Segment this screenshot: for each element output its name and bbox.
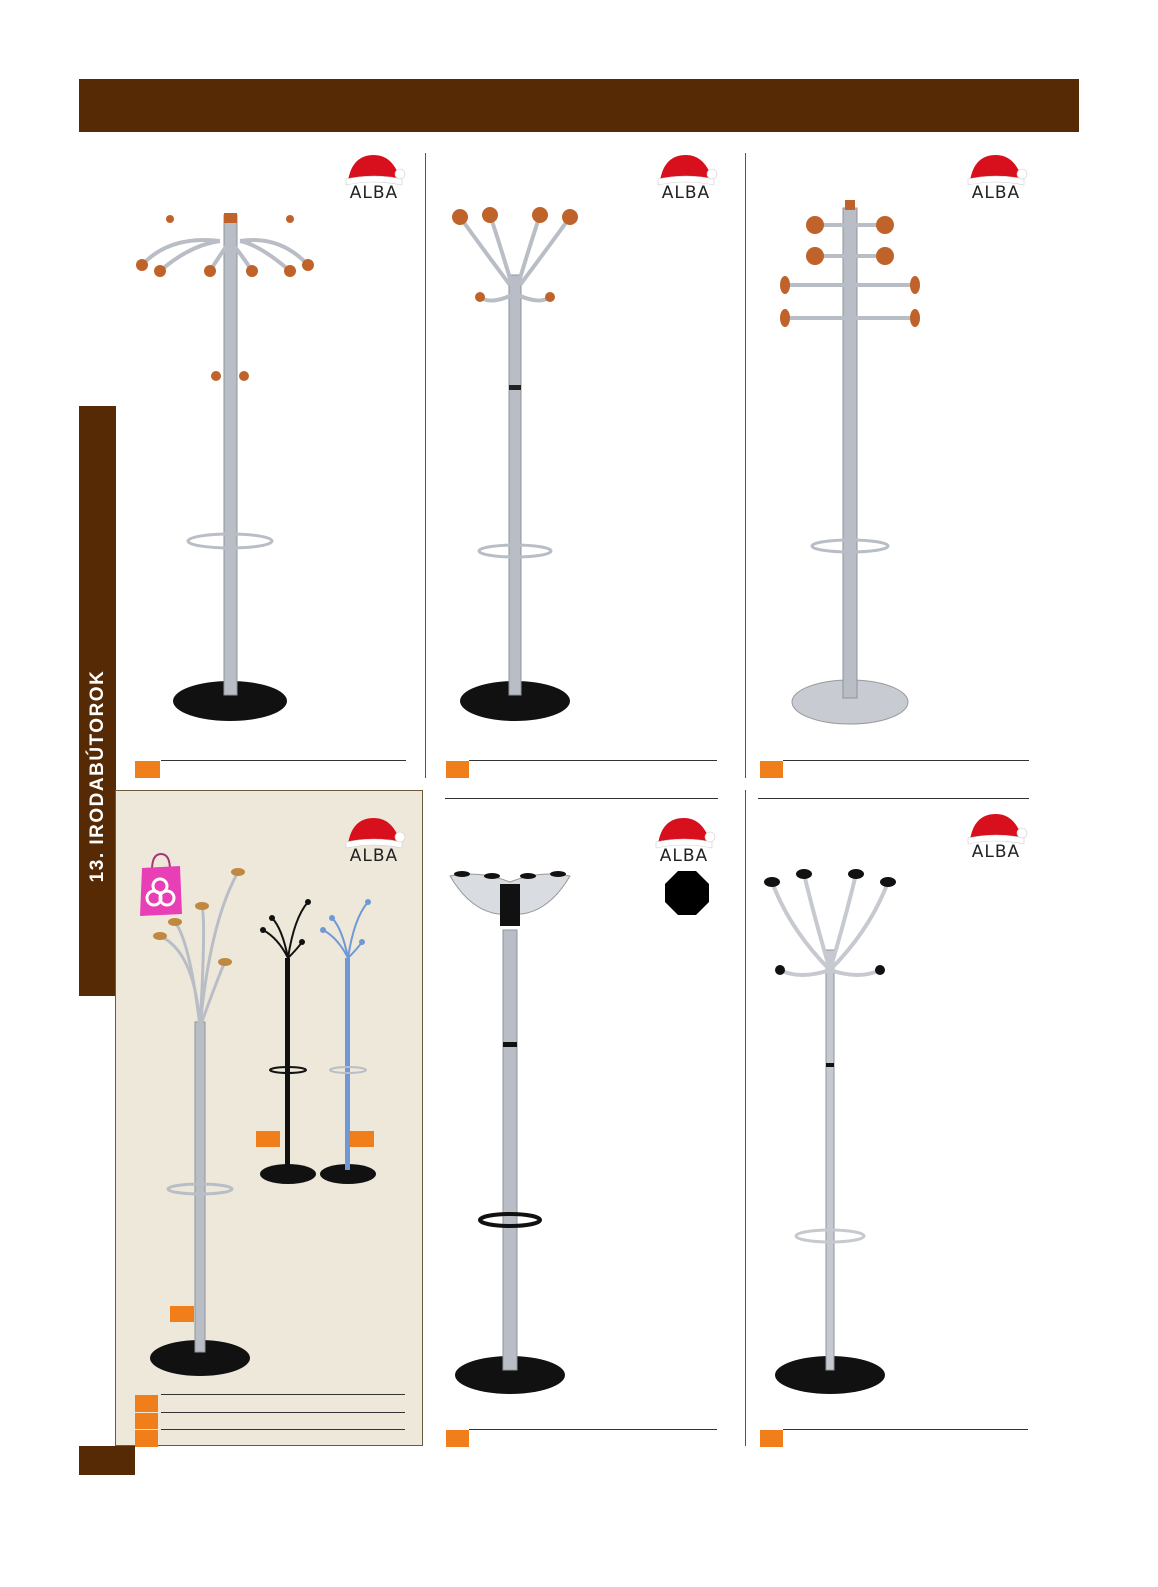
alba-logo: ALBA: [960, 147, 1032, 203]
product-image-stand-3: [780, 200, 920, 725]
brand-name: ALBA: [971, 183, 1021, 203]
price-marker: [446, 1430, 469, 1447]
side-tab: 13. IRODABÚTOROK: [79, 406, 116, 996]
brand-name: ALBA: [661, 183, 711, 203]
product-image-stand-4-blue: [320, 899, 376, 1184]
santa-hat-icon: [967, 155, 1028, 186]
brand-name: ALBA: [659, 846, 709, 866]
price-marker: [135, 761, 160, 778]
price-marker: [446, 761, 469, 778]
santa-hat-icon: [345, 818, 406, 849]
header-bar: [79, 79, 1079, 132]
price-line: [783, 760, 1029, 761]
brand-name: ALBA: [349, 846, 399, 866]
column-divider: [745, 153, 746, 778]
brand-name: ALBA: [349, 183, 399, 203]
price-line: [161, 1429, 405, 1430]
price-line: [161, 1394, 405, 1395]
price-marker: [256, 1131, 280, 1147]
price-marker: [170, 1306, 194, 1322]
side-tab-label: 13. IRODABÚTOROK: [86, 669, 108, 883]
price-line: [469, 1429, 717, 1430]
column-divider: [425, 153, 426, 778]
alba-logo: ALBA: [650, 147, 722, 203]
section-divider: [758, 798, 1029, 799]
santa-hat-icon: [657, 155, 718, 186]
alba-logo: ALBA: [648, 810, 720, 866]
product-image-stand-4: [150, 868, 250, 1376]
price-line: [469, 760, 717, 761]
brand-name: ALBA: [971, 842, 1021, 862]
price-line: [161, 760, 406, 761]
product-image-stand-2: [452, 207, 578, 721]
page-number-box: [79, 1446, 135, 1475]
price-marker: [760, 761, 783, 778]
section-divider: [445, 798, 718, 799]
price-marker: [760, 1430, 783, 1447]
price-marker: [135, 1430, 158, 1447]
product-image-stand-5: [449, 871, 571, 1394]
column-divider: [745, 790, 746, 1446]
product-image-stand-1: [136, 213, 314, 721]
santa-hat-icon: [655, 818, 716, 849]
product-image-stand-4-black: [260, 899, 316, 1184]
gift-bag-icon: [140, 852, 182, 916]
product-image-stand-6: [764, 869, 896, 1394]
santa-hat-icon: [345, 155, 406, 186]
alba-logo: ALBA: [338, 147, 410, 203]
octagon-icon: [665, 871, 709, 915]
alba-logo: ALBA: [338, 810, 410, 866]
price-marker: [350, 1131, 374, 1147]
price-marker: [135, 1395, 158, 1412]
alba-logo: ALBA: [960, 806, 1032, 862]
santa-hat-icon: [967, 814, 1028, 845]
price-line: [783, 1429, 1028, 1430]
price-marker: [135, 1413, 158, 1429]
price-line: [161, 1412, 405, 1413]
